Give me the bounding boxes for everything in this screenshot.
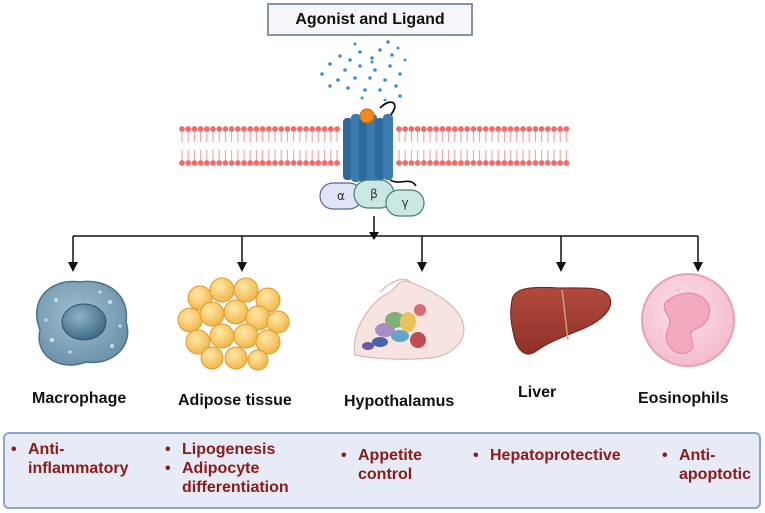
g-protein: α β γ (319, 179, 425, 217)
cell-membrane (179, 126, 570, 166)
ligand-particles (320, 40, 407, 102)
effect-item: Anti-inflammatory (11, 440, 159, 478)
title-box: Agonist and Ligand (267, 3, 473, 36)
gpcr-receptor-icon (343, 101, 417, 187)
effect-macrophage: Anti-inflammatory (11, 440, 159, 478)
diagram-canvas: α β γ (35, 40, 735, 371)
effect-item: Adipocyte differentiation (165, 459, 325, 497)
hypothalamus-icon (353, 278, 465, 360)
liver-icon (510, 286, 612, 355)
title: Agonist and Ligand (295, 10, 445, 28)
target-label-eosinophils: Eosinophils (638, 390, 729, 407)
gamma-subunit (385, 189, 425, 217)
effect-liver: Hepatoprotective (473, 446, 653, 465)
arrow-heads (68, 232, 703, 272)
effect-item: Lipogenesis (165, 440, 325, 459)
effect-item: Hepatoprotective (473, 446, 653, 465)
beta-label: β (370, 187, 378, 201)
signal-arrows (72, 216, 699, 262)
alpha-label: α (337, 189, 345, 203)
target-label-macrophage: Macrophage (32, 390, 127, 407)
target-label-liver: Liver (518, 384, 557, 401)
effect-item: Anti-apoptotic (662, 446, 758, 484)
eosinophil-icon (641, 273, 735, 367)
gamma-label: γ (401, 196, 408, 210)
adipose-tissue-icon (177, 277, 290, 371)
target-label-adipose-tissue: Adipose tissue (178, 392, 292, 409)
target-label-hypothalamus: Hypothalamus (344, 393, 455, 410)
effect-adipose-tissue: Lipogenesis Adipocyte differentiation (165, 440, 325, 497)
effects-panel: Anti-inflammatory Lipogenesis Adipocyte … (3, 432, 761, 509)
effect-eosinophils: Anti-apoptotic (662, 446, 758, 484)
effect-item: Appetite control (341, 446, 451, 484)
macrophage-icon (35, 280, 129, 366)
effect-hypothalamus: Appetite control (341, 446, 451, 484)
